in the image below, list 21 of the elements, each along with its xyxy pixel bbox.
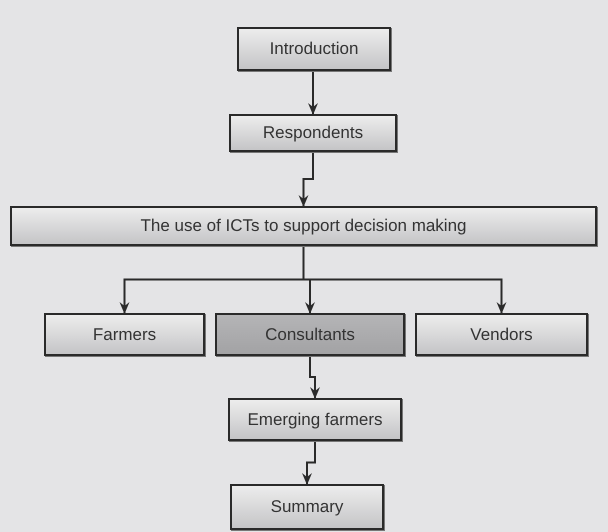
box-label: Consultants — [265, 324, 355, 344]
box-label: Respondents — [262, 123, 364, 143]
process-box — [237, 27, 391, 71]
box-label: Emerging farmers — [247, 410, 383, 430]
process-box — [415, 313, 588, 356]
box-label: The use of ICTs to support decision making — [140, 216, 466, 236]
arrow — [298, 152, 314, 207]
process-box — [230, 484, 384, 530]
arrow — [308, 71, 318, 115]
process-box — [10, 206, 597, 246]
box-label: Introduction — [270, 39, 358, 59]
process-box — [44, 313, 205, 356]
process-box — [229, 114, 397, 152]
arrow — [309, 356, 320, 399]
process-box — [215, 313, 405, 356]
arrow — [302, 441, 316, 485]
box-label: Farmers — [92, 324, 156, 344]
arrow — [302, 246, 506, 314]
box-label: Vendors — [470, 324, 533, 344]
process-box — [228, 398, 402, 441]
box-label: Summary — [270, 497, 344, 517]
